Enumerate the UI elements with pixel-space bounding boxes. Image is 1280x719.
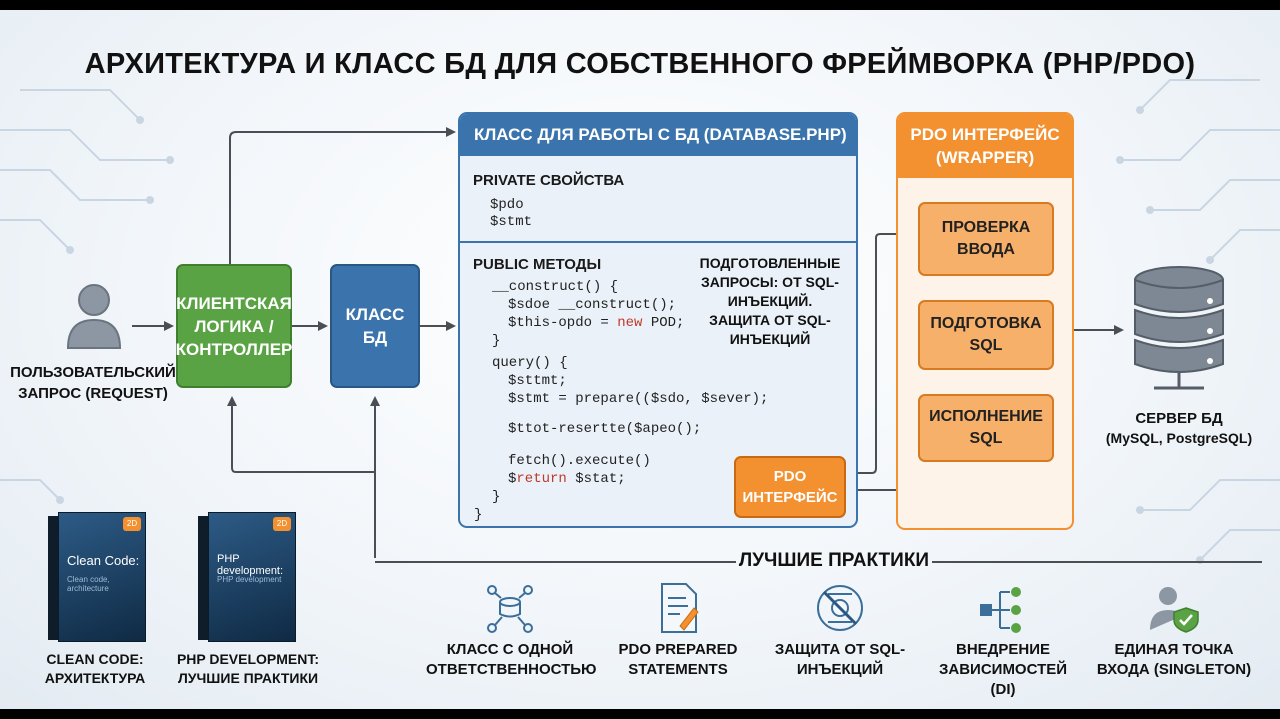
arrow-return-to-client — [227, 396, 375, 473]
database-server-icon — [1134, 266, 1224, 390]
step-execute-sql[interactable]: ИСПОЛНЕНИЕ SQL — [918, 394, 1054, 462]
code-line-query: query() { — [492, 355, 568, 371]
pdo-wrapper-header: PDO ИНТЕРФЕЙС (WRAPPER) — [898, 114, 1072, 178]
book-cover-title: Clean Code: — [67, 553, 140, 568]
practice-singleton: ЕДИНАЯ ТОЧКА ВХОДА (SINGLETON) — [1096, 641, 1252, 678]
book-badge: 2D — [273, 517, 291, 531]
practice-sql-injection-protection: ЗАЩИТА ОТ SQL-ИНЪЕКЦИЙ — [774, 641, 906, 678]
page-title: АРХИТЕКТУРА И КЛАСС БД ДЛЯ СОБСТВЕННОГО … — [84, 48, 1196, 80]
arrow-client-to-database-top — [229, 127, 456, 264]
private-property-stmt: $stmt — [490, 214, 533, 230]
book-cover: Clean Code: Clean code, architecture 2D — [58, 512, 146, 642]
code-line-return: $return $stat; — [508, 471, 626, 487]
code-line-fetch: fetch().execute() — [508, 453, 651, 469]
step-input-validation[interactable]: ПРОВЕРКА ВВОДА — [918, 202, 1054, 276]
server-subtitle: (MySQL, PostgreSQL) — [1105, 430, 1253, 446]
step-execute-sql-label: ИСПОЛНЕНИЕ SQL — [929, 408, 1043, 447]
arrow-pdo-to-validation — [845, 229, 915, 474]
circuit-background-decoration — [0, 79, 1280, 564]
private-property-pdo: $pdo — [490, 197, 524, 213]
code-line-close-query: } — [492, 489, 501, 505]
prepared-statements-note: ПОДГОТОВЛЕННЫЕ ЗАПРОСЫ: ОТ SQL-ИНЪЕКЦИЙ.… — [699, 255, 841, 347]
code-line-sttmt: $sttmt; — [508, 373, 567, 389]
code-line-close-construct: } — [492, 333, 501, 349]
document-edit-icon — [661, 583, 699, 633]
public-methods-title: PUBLIC МЕТОДЫ — [473, 256, 602, 273]
private-properties-title: PRIVATE СВОЙСТВА — [473, 172, 625, 189]
book-php-development[interactable]: PHP development: PHP development 2D — [198, 512, 296, 642]
user-icon — [66, 284, 122, 349]
sql-injection-blocked-icon — [817, 585, 863, 631]
database-panel-header: КЛАСС ДЛЯ РАБОТЫ С БД (DATABASE.PHP) — [460, 114, 856, 156]
pdo-interface-box[interactable]: PDO ИНТЕРФЕЙС — [734, 456, 846, 518]
step-prepare-sql-label: ПОДГОТОВКА SQL — [930, 315, 1042, 354]
server-title: СЕРВЕР БД — [1135, 410, 1223, 427]
client-logic-box[interactable]: КЛИЕНТСКАЯ ЛОГИКА / КОНТРОЛЛЕР — [176, 264, 292, 388]
book-clean-code[interactable]: Clean Code: Clean code, architecture 2D — [48, 512, 146, 642]
book-spine — [48, 516, 60, 640]
db-class-box[interactable]: КЛАСС БД — [330, 264, 420, 388]
book-php-development-caption: PHP DEVELOPMENT: ЛУЧШИЕ ПРАКТИКИ — [176, 651, 320, 686]
code-line-resertte: $ttot-resertte($apeo(); — [508, 421, 702, 437]
code-line-construct: __construct() { — [492, 279, 619, 295]
singleton-user-shield-icon — [1150, 587, 1199, 633]
book-cover-title: PHP development: — [217, 553, 284, 577]
practice-dependency-injection: ВНЕДРЕНИЕ ЗАВИСИМОСТЕЙ (DI) — [938, 641, 1068, 698]
panel-divider — [460, 241, 856, 243]
dependency-injection-icon — [980, 587, 1021, 633]
db-class-label: КЛАСС БД — [345, 305, 405, 347]
user-request-label: ПОЛЬЗОВАТЕЛЬСКИЙ ЗАПРОС (REQUEST) — [10, 364, 176, 402]
step-prepare-sql[interactable]: ПОДГОТОВКА SQL — [918, 300, 1054, 370]
book-cover-subtitle: PHP development — [217, 575, 282, 584]
code-line-close-class: } — [474, 507, 483, 523]
book-spine — [198, 516, 210, 640]
practice-prepared-statements: PDO PREPARED STATEMENTS — [618, 641, 738, 678]
client-logic-label: КЛИЕНТСКАЯ ЛОГИКА / КОНТРОЛЛЕР — [175, 293, 293, 359]
pdo-interface-label: PDO ИНТЕРФЕЙС — [742, 468, 838, 506]
code-line-new-pdo: $this-opdo = new POD; — [508, 315, 685, 331]
code-line-construct-call: $sdoe __construct(); — [508, 297, 677, 313]
best-practices-title: ЛУЧШИЕ ПРАКТИКИ — [738, 550, 930, 571]
practice-single-responsibility: КЛАСС С ОДНОЙ ОТВЕТСТВЕННОСТЬЮ — [426, 641, 597, 678]
book-clean-code-caption: CLEAN CODE: АРХИТЕКТУРА — [44, 651, 146, 686]
book-cover: PHP development: PHP development 2D — [208, 512, 296, 642]
book-cover-subtitle: Clean code, architecture — [67, 575, 110, 593]
step-input-validation-label: ПРОВЕРКА ВВОДА — [941, 219, 1031, 258]
single-responsibility-icon — [487, 585, 533, 633]
diagram-canvas: АРХИТЕКТУРА И КЛАСС БД ДЛЯ СОБСТВЕННОГО … — [0, 10, 1280, 709]
code-line-prepare: $stmt = prepare(($sdo, $sever); — [508, 391, 769, 407]
book-badge: 2D — [123, 517, 141, 531]
